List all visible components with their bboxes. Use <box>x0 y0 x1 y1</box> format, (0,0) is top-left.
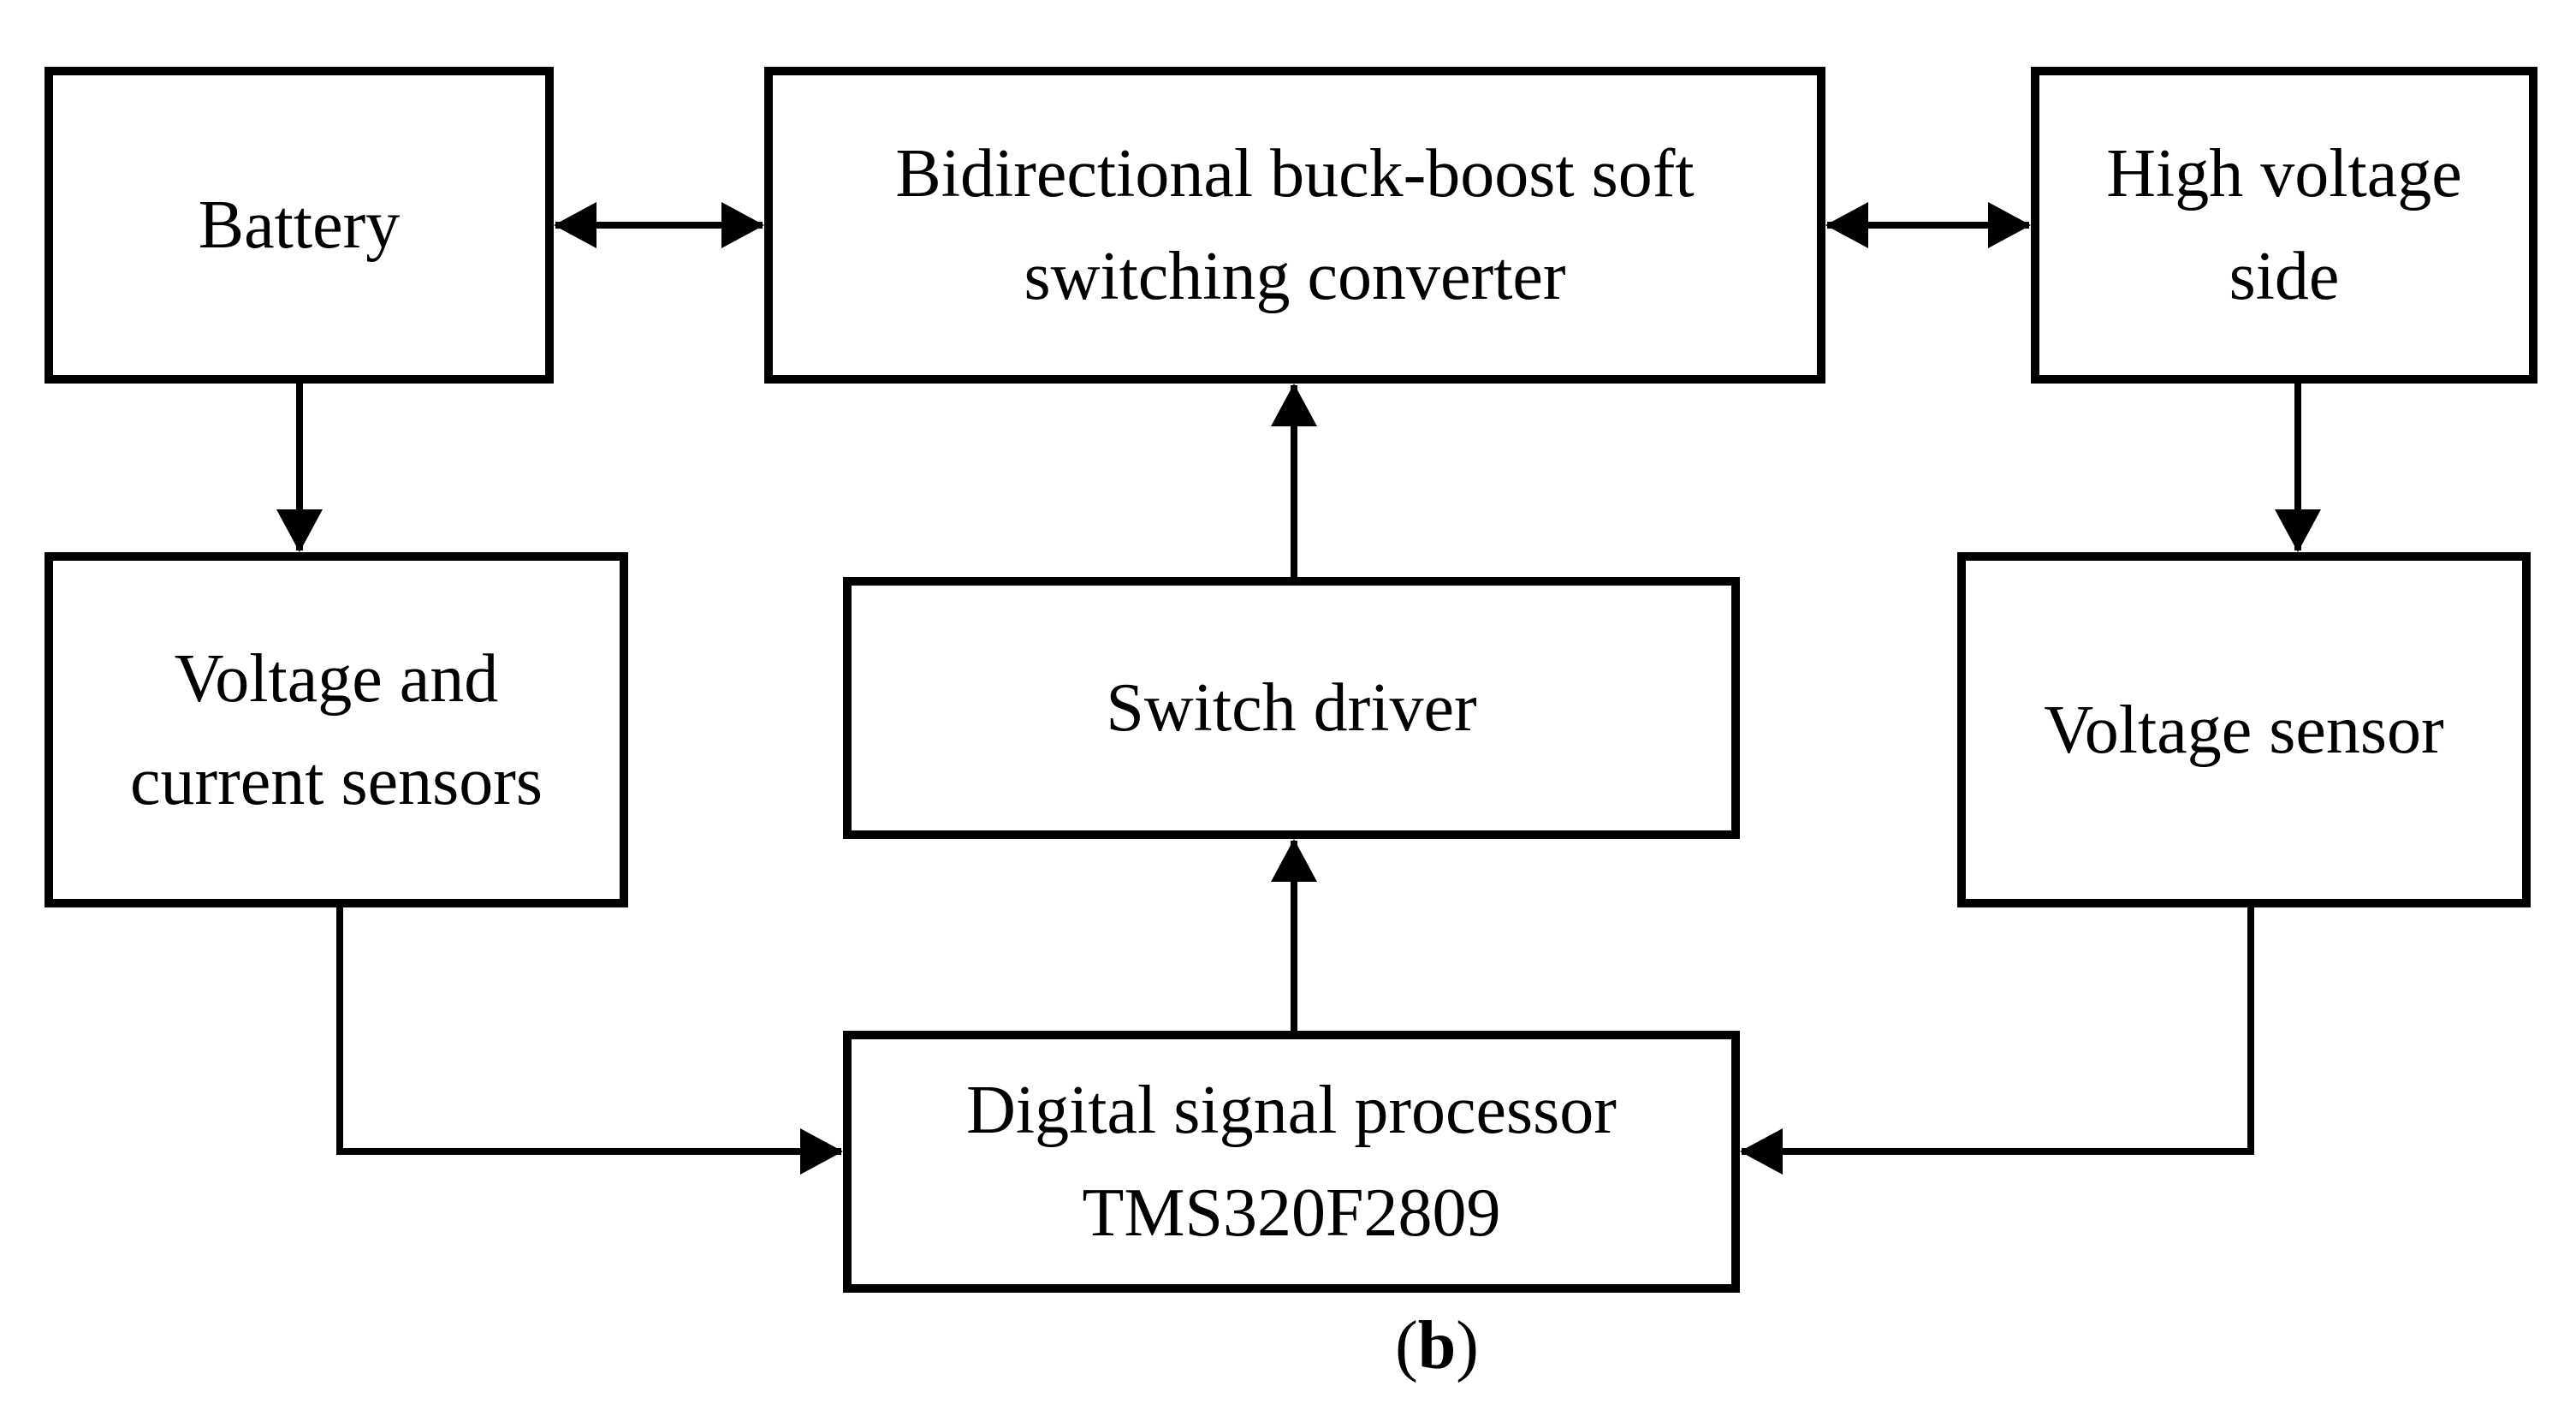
node-voltage-sensor: Voltage sensor <box>1957 552 2531 907</box>
node-converter: Bidirectional buck-boost soft switching … <box>764 67 1825 384</box>
figure-caption-close-paren: ) <box>1456 1308 1479 1383</box>
node-converter-label-line1: Bidirectional buck-boost soft <box>895 136 1695 211</box>
node-voltage-sensor-label: Voltage sensor <box>2044 692 2444 768</box>
node-high-voltage-label-line2: side <box>2229 239 2340 314</box>
node-battery-label: Battery <box>198 187 401 263</box>
node-switch-driver: Switch driver <box>843 577 1740 839</box>
node-converter-label-line2: switching converter <box>1024 239 1566 314</box>
figure-caption-letter: b <box>1417 1308 1457 1383</box>
figure-caption: (b) <box>1395 1303 1479 1389</box>
node-high-voltage-side: High voltage side <box>2031 67 2537 384</box>
elbow-arrow-sensors-to-dsp-icon <box>336 907 843 1175</box>
elbow-arrow-voltagesensor-to-dsp-icon <box>1740 907 2254 1175</box>
node-high-voltage-label-line1: High voltage <box>2106 136 2462 211</box>
node-voltage-current-sensors: Voltage and current sensors <box>45 552 628 907</box>
node-battery: Battery <box>45 67 554 384</box>
node-dsp-label-line1: Digital signal processor <box>966 1073 1617 1148</box>
figure-caption-open-paren: ( <box>1395 1308 1418 1383</box>
node-dsp-label-line2: TMS320F2809 <box>1082 1175 1501 1251</box>
node-switch-driver-label: Switch driver <box>1106 670 1477 746</box>
node-sensors-label-line2: current sensors <box>129 743 543 819</box>
node-sensors-label-line1: Voltage and <box>174 640 499 717</box>
node-digital-signal-processor: Digital signal processor TMS320F2809 <box>843 1031 1740 1293</box>
